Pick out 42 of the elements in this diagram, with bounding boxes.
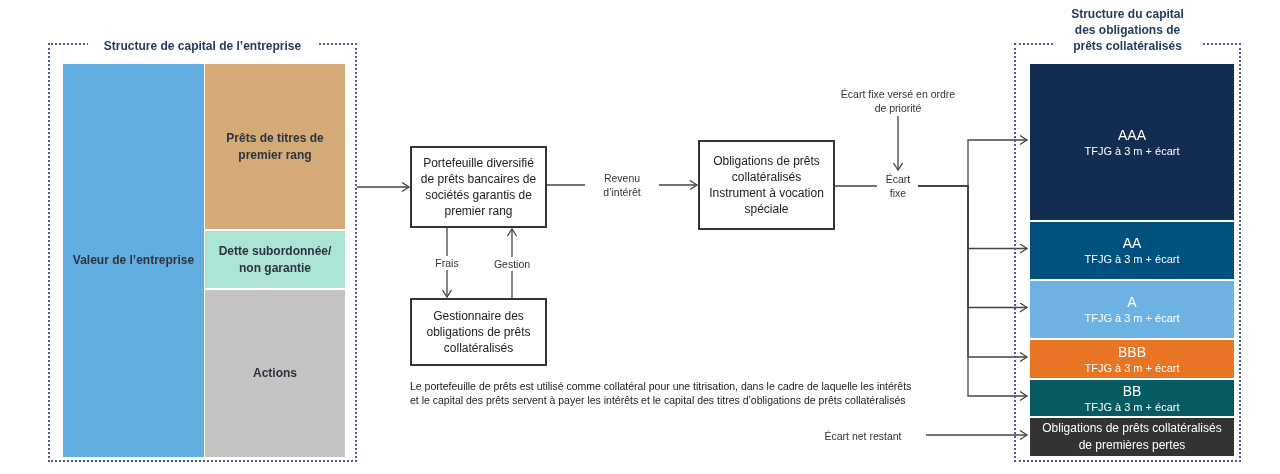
arrow bbox=[356, 181, 410, 193]
tranche-block bbox=[1030, 380, 1234, 416]
box-label: Portefeuille diversifié de prêts bancaires de sociétés garantis de premier rang bbox=[419, 155, 538, 219]
group-heading: Structure de capital de l’entreprise bbox=[87, 38, 318, 54]
rate-label: TFJG à 3 m + écart bbox=[1084, 399, 1180, 414]
rate-label: TFJG à 3 m + écart bbox=[1084, 311, 1180, 325]
block-label: Obligations de prêts collatéralisés de premières pertes bbox=[1041, 420, 1223, 454]
rating-label: BBB bbox=[1118, 343, 1146, 361]
rating-label: AA bbox=[1122, 235, 1142, 252]
flow-label: Écart fixe versé en ordre de priorité bbox=[839, 87, 957, 115]
tranche-block bbox=[1030, 222, 1234, 279]
box-label: Obligations de prêts collatéralisés Instrument à vocation spéciale bbox=[708, 153, 825, 217]
equity-block bbox=[205, 290, 345, 457]
process-box bbox=[410, 298, 547, 366]
tranche-block bbox=[1030, 281, 1234, 338]
rate-label: TFJG à 3 m + écart bbox=[1084, 143, 1180, 158]
rate-label: TFJG à 3 m + écart bbox=[1084, 360, 1180, 375]
block-label: Actions bbox=[253, 365, 297, 382]
flow-label: Écart fixe bbox=[884, 172, 912, 200]
arrow bbox=[925, 429, 1028, 441]
rating-label: A bbox=[1127, 294, 1137, 311]
block-label: Valeur de l’entreprise bbox=[72, 252, 195, 269]
first-loss-block bbox=[1030, 418, 1234, 456]
block-label: Prêts de titres de premier rang bbox=[225, 129, 325, 164]
arrow bbox=[917, 185, 1028, 402]
rating-label: AAA bbox=[1118, 126, 1146, 144]
tranche-block bbox=[1030, 64, 1234, 220]
block-label: Dette subordonnée/ non garantie bbox=[217, 242, 333, 277]
box-label: Gestionnaire des obligations de prêts collatéralisés bbox=[425, 308, 532, 356]
process-box bbox=[410, 146, 547, 228]
edge-label: Revenu d’intérêt bbox=[585, 171, 659, 199]
rating-label: BB bbox=[1122, 382, 1142, 400]
senior-loan-block bbox=[205, 64, 345, 229]
rate-label: TFJG à 3 m + écart bbox=[1084, 252, 1180, 266]
process-box bbox=[698, 140, 835, 230]
tranche-block bbox=[1030, 340, 1234, 378]
arrow bbox=[892, 115, 904, 171]
note-text: Le portefeuille de prêts est utilisé comme collatéral pour une titrisation, dans le cadre de laquelle les intérêts et le capital des prêts servent à payer les intérêts et le capital des titres d’obligations de prêts collatéralisés bbox=[410, 379, 913, 407]
group-heading: Structure du capital des obligations de prêts collatéralisés bbox=[1052, 6, 1203, 54]
flow-label: Écart net restant bbox=[824, 429, 902, 443]
subordinated-debt-block bbox=[205, 231, 345, 288]
value-block bbox=[63, 64, 204, 457]
